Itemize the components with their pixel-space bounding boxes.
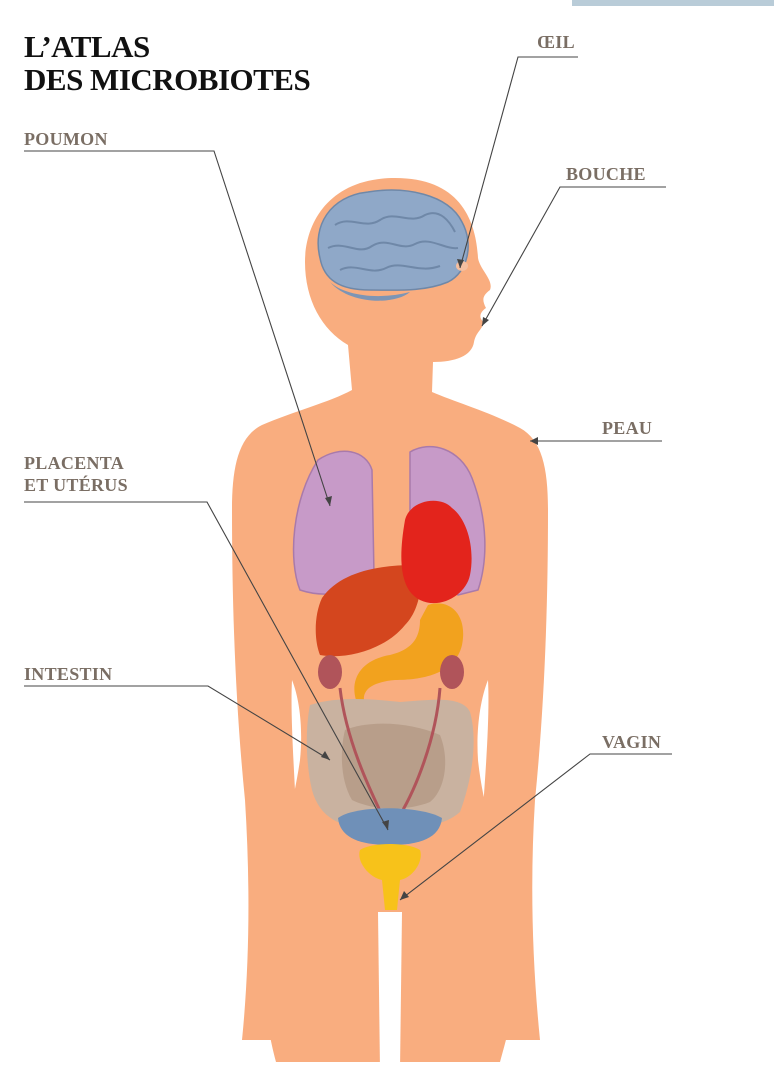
label-placenta-line-2: ET UTÉRUS [24, 474, 128, 496]
left-kidney [318, 655, 342, 689]
title-line-2: DES MICROBIOTES [24, 63, 310, 96]
label-placenta-uterus: PLACENTA ET UTÉRUS [24, 452, 128, 496]
label-poumon: POUMON [24, 128, 108, 150]
right-kidney [440, 655, 464, 689]
label-bouche: BOUCHE [566, 163, 646, 185]
title-line-1: L’ATLAS [24, 30, 310, 63]
label-peau: PEAU [602, 417, 652, 439]
label-placenta-line-1: PLACENTA [24, 452, 128, 474]
leader-bouche [482, 187, 666, 326]
label-oeil: ŒIL [537, 31, 575, 53]
leader-oeil [460, 57, 578, 268]
page-title: L’ATLAS DES MICROBIOTES [24, 30, 310, 96]
label-vagin: VAGIN [602, 731, 661, 753]
label-intestin: INTESTIN [24, 663, 112, 685]
